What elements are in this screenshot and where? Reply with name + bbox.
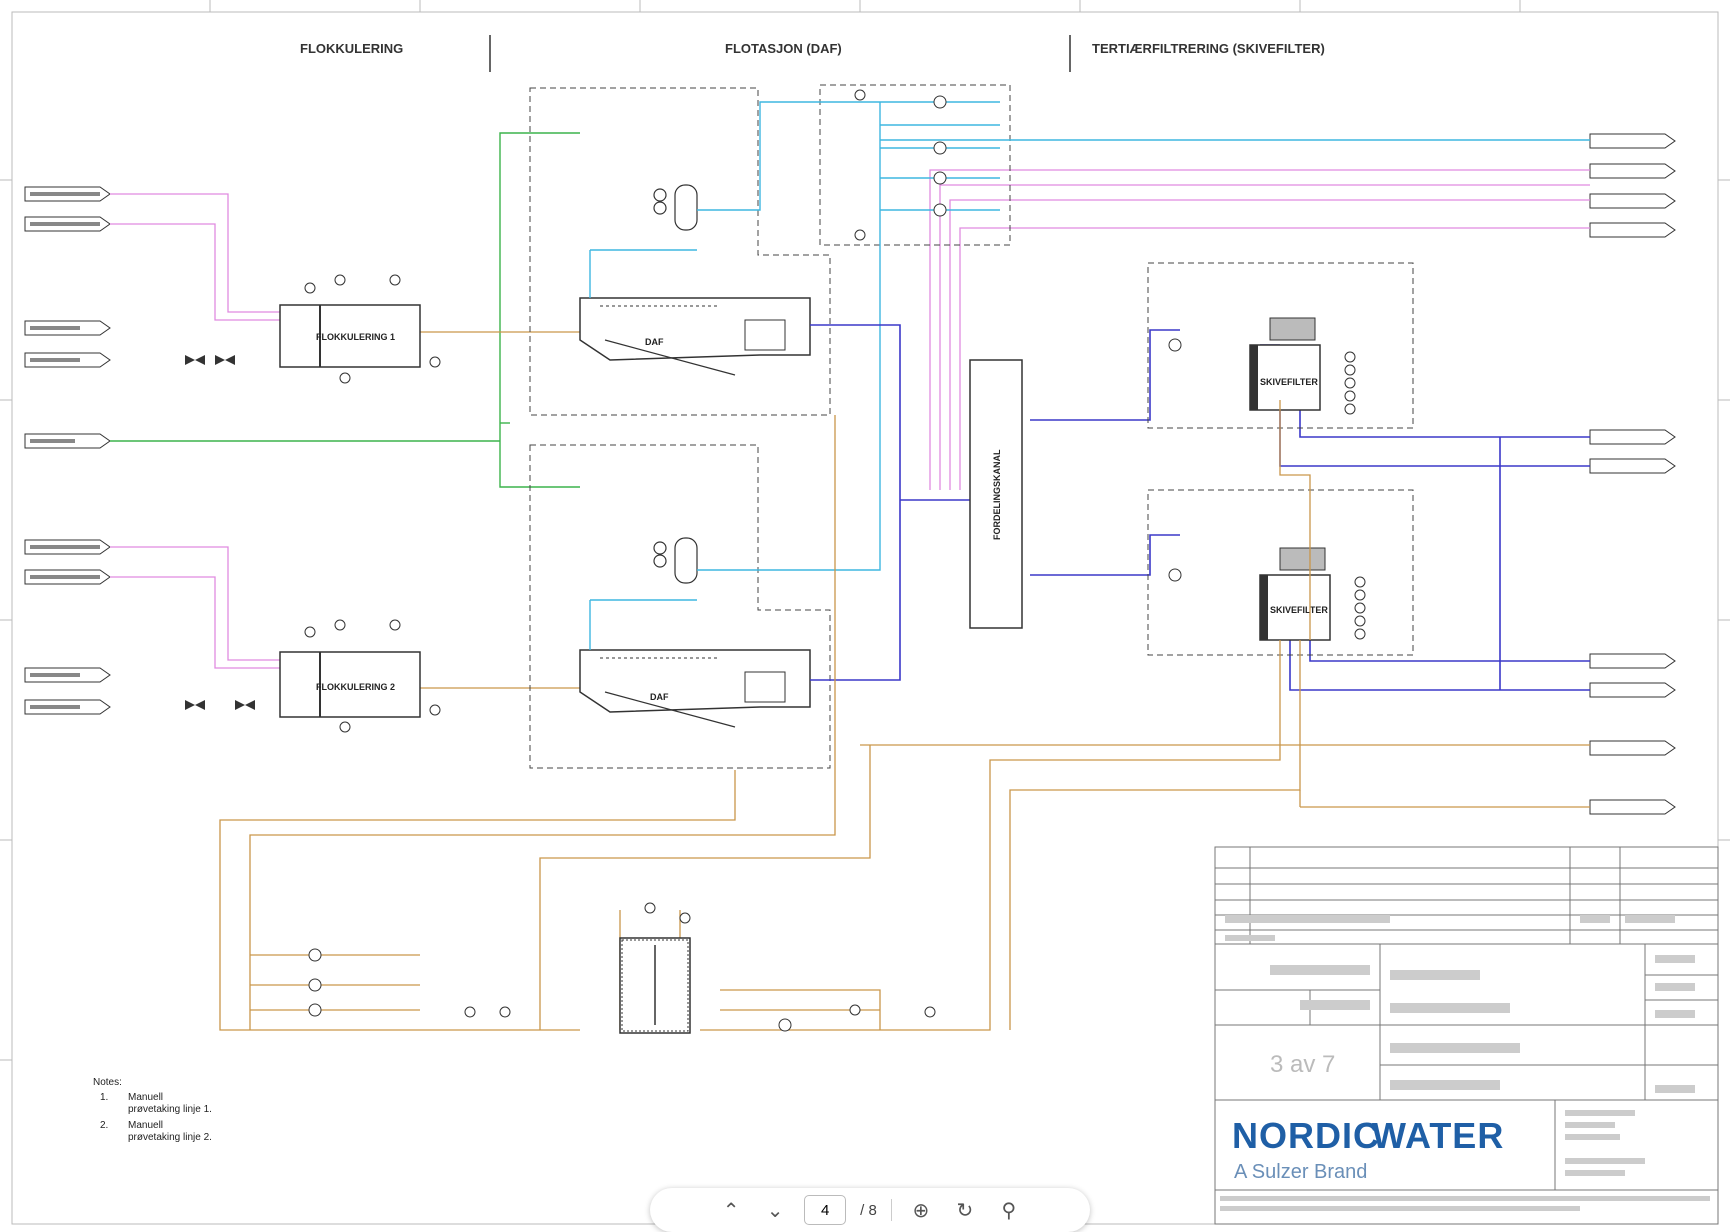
sludge-tank (619, 902, 691, 1034)
chevron-down-icon[interactable]: ⌄ (766, 1198, 784, 1222)
notes-header: Notes: (93, 1077, 122, 1088)
note-1-num: 1. (100, 1092, 108, 1103)
sludge-pumps (308, 948, 936, 1032)
outlet-arrows (1589, 133, 1676, 815)
search-icon[interactable]: ⚲ (1001, 1198, 1017, 1222)
title-block-placeholders (1220, 915, 1710, 1211)
logo-nordic: NORDIC (1232, 1115, 1380, 1156)
note-2-line2: prøvetaking linje 2. (128, 1132, 212, 1143)
chevron-up-icon[interactable]: ⌃ (722, 1198, 740, 1222)
recycle-lines (589, 101, 1590, 650)
note-1-line1: Manuell (128, 1092, 163, 1103)
fordelingskanal-label: FORDELINGSKANAL (992, 449, 1002, 540)
sheet-label: 3 av 7 (1270, 1051, 1335, 1078)
inlet-arrows (24, 186, 111, 715)
rotate-icon[interactable]: ↻ (956, 1198, 974, 1222)
skive2-unit: SKIVEFILTER (1259, 547, 1331, 641)
logo-tagline: A Sulzer Brand (1234, 1161, 1367, 1183)
fordelingskanal: FORDELINGSKANAL (969, 359, 1023, 629)
daf2-unit: DAF (579, 649, 811, 728)
daf2-label: DAF (650, 692, 669, 702)
toolbar-divider (890, 1199, 892, 1221)
daf-enclosures (529, 84, 1011, 769)
skive2-label: SKIVEFILTER (1270, 605, 1328, 615)
daf1-unit: DAF (579, 297, 811, 376)
section-flokkulering: FLOKKULERING (300, 41, 403, 56)
note-1-line2: prøvetaking linje 1. (128, 1104, 212, 1115)
chemical-lines (110, 169, 1590, 669)
drawing-border (11, 11, 1719, 1225)
flok-valves (185, 355, 255, 710)
daf1-label: DAF (645, 337, 664, 347)
section-flotasjon: FLOTASJON (DAF) (725, 41, 842, 56)
note-2-num: 2. (100, 1120, 108, 1131)
flok1-tank: FLOKKULERING 1 (279, 304, 421, 368)
section-tertiaer: TERTIÆRFILTRERING (SKIVEFILTER) (1092, 41, 1325, 56)
nordic-water-logo: NORDIC WATER A Sulzer Brand (1232, 1115, 1504, 1183)
page-number-input[interactable] (804, 1195, 847, 1225)
pump-row (854, 89, 947, 241)
logo-water: WATER (1372, 1115, 1504, 1156)
title-block (1214, 846, 1719, 1225)
green-lines (110, 132, 580, 488)
skive1-unit: SKIVEFILTER (1249, 317, 1321, 411)
process-lines (420, 331, 580, 689)
skive-motors (1168, 338, 1366, 640)
flok-instruments (304, 274, 441, 733)
sludge-lines (219, 400, 1590, 1031)
page-total: / 8 (860, 1201, 877, 1219)
clean-water-lines (810, 324, 1590, 691)
flok1-label: FLOKKULERING 1 (316, 332, 395, 342)
note-2-line1: Manuell (128, 1120, 163, 1131)
zoom-in-icon[interactable]: ⊕ (912, 1198, 930, 1222)
pdf-viewer-toolbar: ⌃ ⌄ / 8 ⊕ ↻ ⚲ (650, 1188, 1090, 1232)
flok2-tank: FLOKKULERING 2 (279, 651, 421, 718)
saturator-vessels (653, 184, 698, 584)
flok2-label: FLOKKULERING 2 (316, 682, 395, 692)
notes: Notes: 1. Manuell prøvetaking linje 1. 2… (93, 1077, 212, 1143)
skive1-label: SKIVEFILTER (1260, 377, 1318, 387)
ruler-ticks (0, 0, 1730, 1061)
inlet-tags (30, 192, 100, 709)
